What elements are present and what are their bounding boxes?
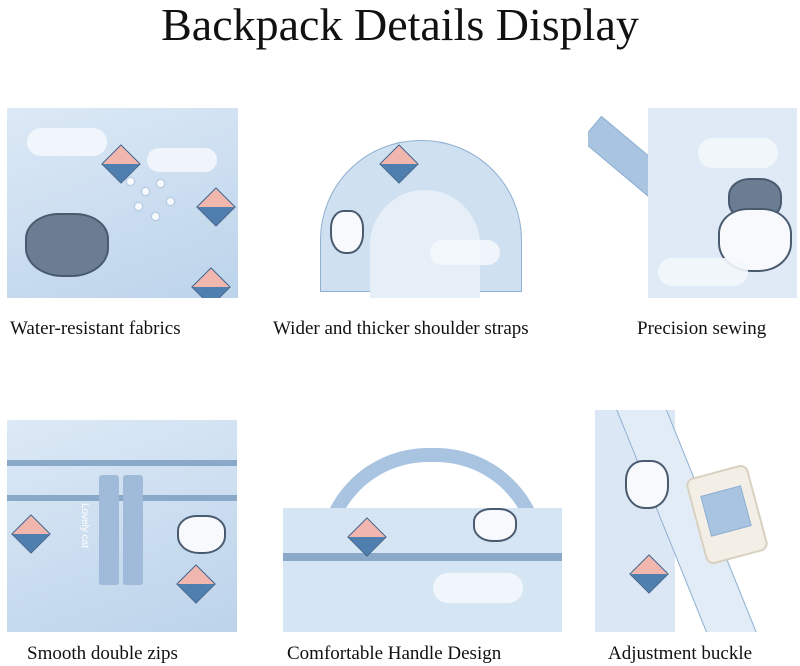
caption-handle-design: Comfortable Handle Design xyxy=(287,643,502,664)
page-title: Backpack Details Display xyxy=(161,0,639,50)
double-zips-photo: Lovely cat xyxy=(7,420,237,632)
zip-puller-right[interactable] xyxy=(123,475,143,585)
caption-water-resistant: Water-resistant fabrics xyxy=(10,318,181,339)
caption-shoulder-straps: Wider and thicker shoulder straps xyxy=(273,318,529,339)
zip-tag-text: Lovely cat xyxy=(79,502,91,549)
shoulder-strap-photo xyxy=(310,140,532,298)
caption-adjustment-buckle: Adjustment buckle xyxy=(608,643,753,664)
adjustment-buckle-photo xyxy=(595,410,783,632)
handle-design-photo xyxy=(283,448,562,632)
water-resistant-fabric-photo xyxy=(7,108,238,298)
caption-double-zips: Smooth double zips xyxy=(27,643,178,664)
caption-precision-sewing: Precision sewing xyxy=(637,318,767,339)
precision-sewing-photo xyxy=(588,108,797,298)
zip-puller-left[interactable] xyxy=(99,475,119,585)
